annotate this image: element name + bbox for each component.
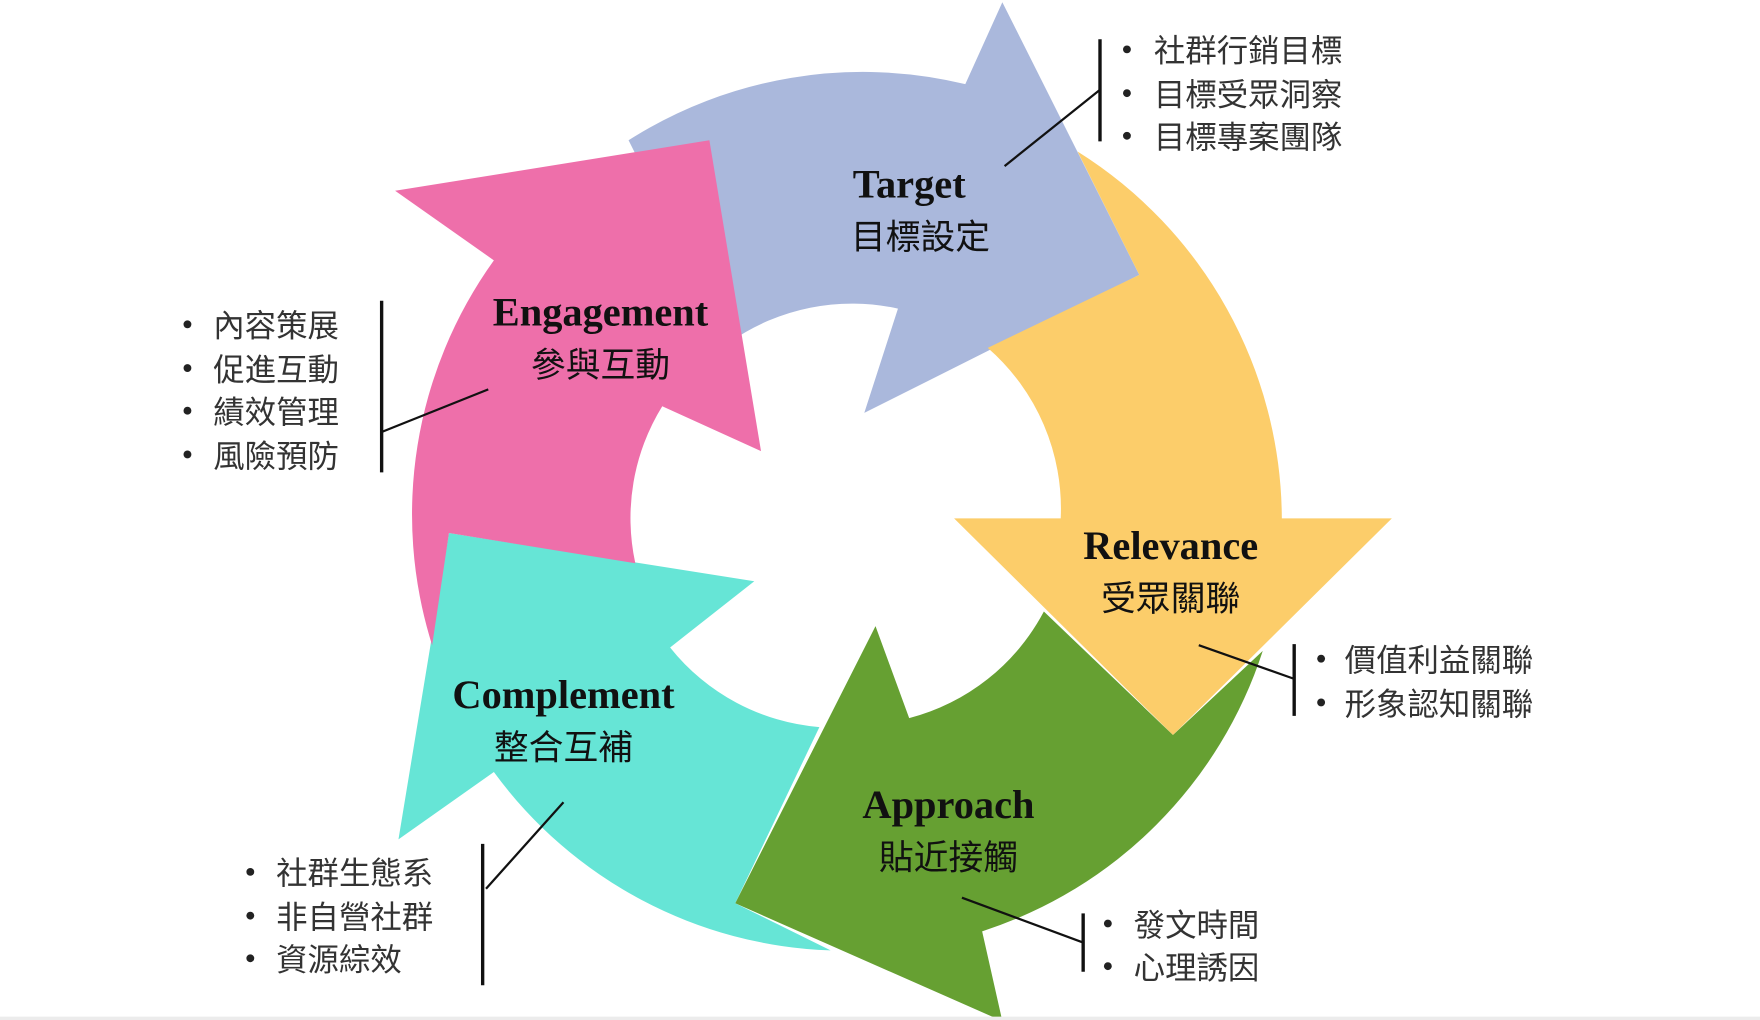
complement-arrow xyxy=(398,533,831,951)
complement-item-list: 社群生態系 非自營社群 資源綜效 xyxy=(246,801,565,986)
target-title: Target xyxy=(853,161,966,206)
engagement-item-list: 內容策展 促進互動 績效管理 風險預防 xyxy=(183,300,489,475)
bullet-icon xyxy=(246,867,255,876)
bullet-icon xyxy=(246,954,255,963)
bullet-icon xyxy=(246,911,255,920)
relevance-subtitle: 受眾關聯 xyxy=(1101,579,1240,619)
approach-title: Approach xyxy=(862,782,1034,827)
approach-arrow xyxy=(735,611,1263,1020)
relevance-item-list: 價值利益關聯 形象認知關聯 xyxy=(1198,643,1533,723)
connector-line xyxy=(485,801,565,890)
list-item: 社群生態系 xyxy=(276,856,433,892)
target-arrow xyxy=(628,2,1140,413)
connector-line xyxy=(1003,88,1101,167)
list-item: 心理誘因 xyxy=(1134,950,1260,986)
target-item-list: 社群行銷目標 目標受眾洞察 目標專案團隊 xyxy=(1003,34,1342,167)
bullet-icon xyxy=(183,450,192,459)
list-item: 績效管理 xyxy=(213,395,339,431)
relevance-arrow xyxy=(954,151,1392,735)
bullet-icon xyxy=(183,406,192,415)
complement-title: Complement xyxy=(452,672,675,717)
connector-line xyxy=(381,388,489,434)
connector-line xyxy=(1198,644,1295,680)
bullet-icon xyxy=(183,364,192,372)
bullet-icon xyxy=(1103,919,1112,928)
list-item: 形象認知關聯 xyxy=(1345,687,1533,723)
list-item: 價值利益關聯 xyxy=(1345,643,1533,679)
engagement-title: Engagement xyxy=(493,289,709,334)
list-item: 社群行銷目標 xyxy=(1154,34,1342,70)
bullet-icon xyxy=(1317,698,1326,707)
list-item: 目標專案團隊 xyxy=(1154,120,1342,156)
engagement-subtitle: 參與互動 xyxy=(531,346,670,386)
list-item: 發文時間 xyxy=(1134,908,1260,944)
bullet-icon xyxy=(1317,654,1326,663)
bullet-icon xyxy=(1123,45,1131,54)
list-item: 非自營社群 xyxy=(276,900,433,936)
list-item: 促進互動 xyxy=(213,352,339,388)
relevance-title: Relevance xyxy=(1083,523,1258,568)
approach-item-list: 發文時間 心理誘因 xyxy=(961,896,1260,986)
list-item: 目標受眾洞察 xyxy=(1154,77,1342,113)
bullet-icon xyxy=(183,320,192,329)
list-item: 內容策展 xyxy=(213,309,339,345)
bottom-divider xyxy=(0,1016,1760,1020)
target-subtitle: 目標設定 xyxy=(851,218,990,258)
connector-line xyxy=(961,896,1084,944)
list-item: 風險預防 xyxy=(213,439,339,475)
engagement-arrow xyxy=(395,140,762,646)
complement-subtitle: 整合互補 xyxy=(494,729,633,769)
bullet-icon xyxy=(1123,131,1131,140)
list-item: 資源綜效 xyxy=(276,943,402,979)
bullet-icon xyxy=(1103,962,1112,971)
approach-subtitle: 貼近接觸 xyxy=(879,839,1018,879)
bullet-icon xyxy=(1123,89,1131,98)
